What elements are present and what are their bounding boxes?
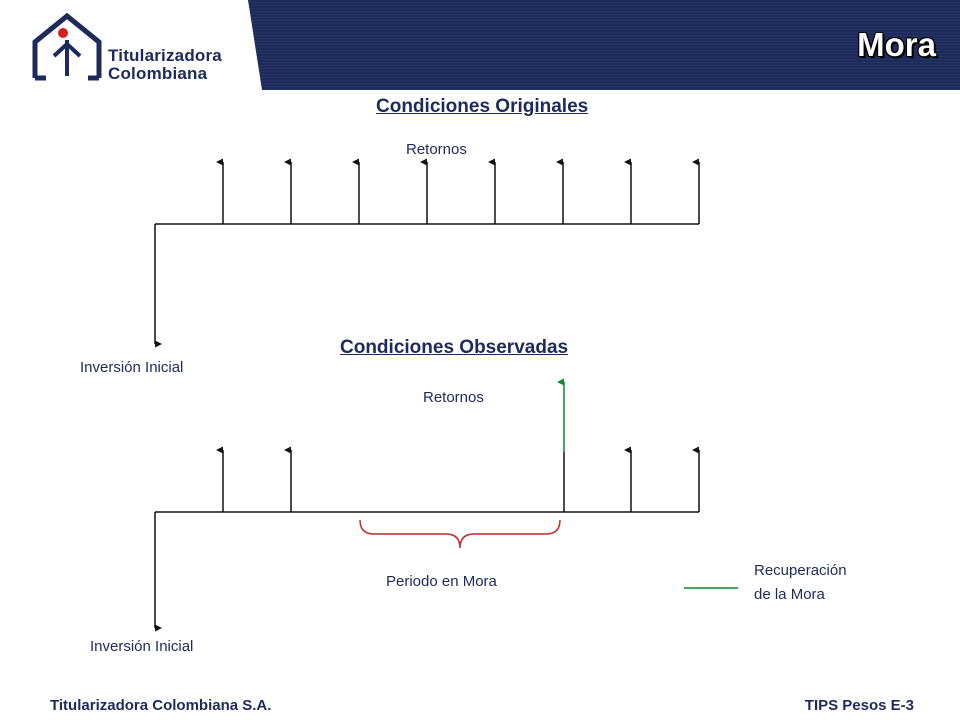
observed-investment-label: Inversión Inicial: [90, 638, 194, 655]
observed-timeline: [154, 378, 700, 632]
footer-slide-id: TIPS Pesos E-3: [804, 697, 914, 714]
observed-conditions-title: Condiciones Observadas: [340, 337, 569, 358]
page-title: Mora: [857, 26, 936, 63]
original-timeline: [154, 158, 700, 348]
original-conditions-title: Condiciones Originales: [376, 96, 589, 117]
footer-company: Titularizadora Colombiana S.A.: [50, 697, 272, 714]
logo-text-line2: Colombiana: [108, 64, 208, 83]
original-investment-label: Inversión Inicial: [80, 359, 184, 376]
original-returns-label: Retornos: [406, 141, 467, 158]
recovery-legend-label-line1: Recuperación: [754, 562, 847, 579]
default-period-brace: [359, 519, 561, 549]
default-period-label: Periodo en Mora: [386, 573, 497, 590]
recovery-legend-label-line2: de la Mora: [754, 586, 825, 603]
house-logo-icon: [32, 12, 102, 81]
logo: Titularizadora Colombiana: [0, 0, 262, 90]
header-bar: Titularizadora Colombiana Mora: [0, 0, 960, 90]
logo-text-line1: Titularizadora: [108, 46, 222, 65]
observed-returns-label: Retornos: [423, 389, 484, 406]
